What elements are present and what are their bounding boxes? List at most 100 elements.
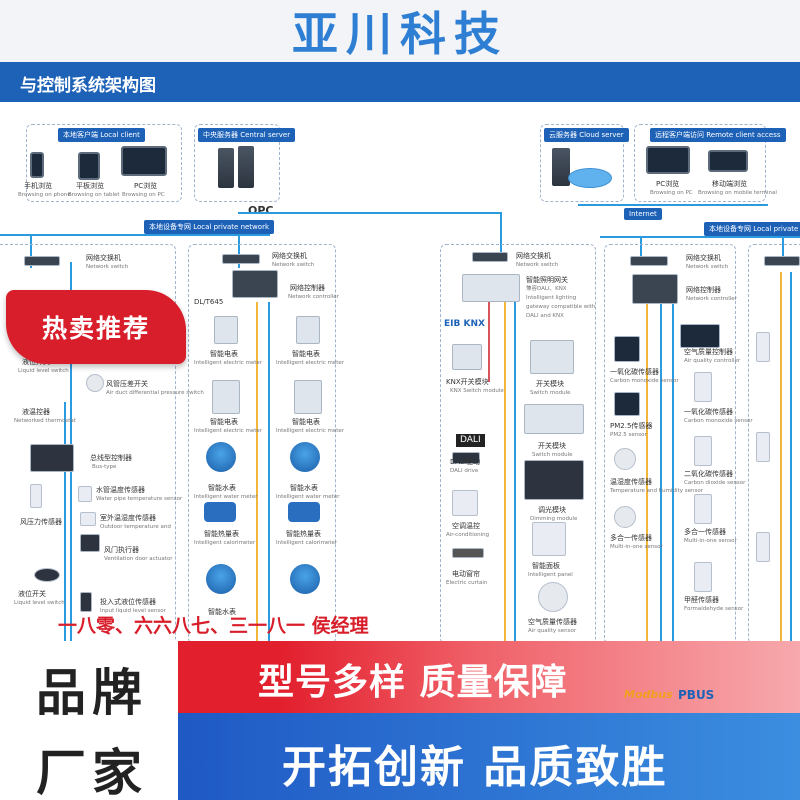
- electric-meter-icon-4: [294, 380, 322, 414]
- dali-logo: DALI: [456, 434, 485, 447]
- col1-item-8: 风门执行器: [104, 546, 139, 554]
- col2-item-8: 智能热量表: [286, 530, 321, 538]
- water-meter-icon-4: [290, 564, 320, 594]
- col1-item-1-sub: Liquid level switch: [18, 368, 69, 374]
- pm25-sensor-icon: [614, 392, 640, 416]
- hot-sale-text: 热卖推荐: [41, 314, 150, 343]
- local-client-sub-1: Browsing on phone: [18, 192, 71, 198]
- col2-item-3-sub: Intelligent electric meter: [194, 428, 263, 434]
- col4-item-6-sub: Carbon dioxide sensor: [684, 480, 746, 486]
- col2-item-6-sub: Intelligent water meter: [276, 494, 340, 500]
- remote-client-box: [634, 124, 766, 202]
- col3-switch-sub: Network switch: [516, 262, 559, 268]
- col4-item-7: 多合一传感器: [610, 534, 652, 542]
- dimming-module-icon: [524, 460, 584, 500]
- cloud-server-rack-icon: [552, 148, 570, 186]
- outdoor-sensor-icon: [80, 512, 96, 526]
- brand-title: 亚川科技: [292, 7, 508, 61]
- col4-item-5: 温湿度传感器: [610, 478, 652, 486]
- pc-monitor-icon: [121, 146, 167, 176]
- col2-item-3: 智能电表: [210, 418, 238, 426]
- col1-switch: [24, 256, 60, 266]
- co2-sensor-icon: [694, 436, 712, 466]
- phone-icon: [30, 152, 44, 178]
- air-quality-controller-icon: [680, 324, 720, 348]
- col2-item-4: 智能电表: [292, 418, 320, 426]
- col3-item-9: 空气质量传感器: [528, 618, 577, 626]
- col3-bus-red: [488, 302, 490, 382]
- col2-model: DL/T645: [194, 298, 224, 306]
- switch-module-icon-1: [530, 340, 574, 374]
- local-network-line-left: [0, 234, 270, 236]
- contact-phone-text: 一八零、六六八七、三一八一 侯经理: [58, 615, 369, 637]
- col5-sensor-2: [756, 432, 770, 462]
- remote-pc-icon: [646, 146, 690, 174]
- local-client-label-3: PC浏览: [134, 182, 158, 190]
- multi-sensor-icon-2: [694, 494, 712, 524]
- pipe-temp-sensor-icon: [78, 486, 92, 502]
- remote-client-label-2: 移动端浏览: [712, 180, 747, 188]
- col3-bus-yellow: [504, 302, 506, 642]
- hot-sale-badge: 热卖推荐: [6, 290, 186, 364]
- section-title: 与控制系统架构图: [20, 76, 156, 96]
- col3-item-8-sub: Electric curtain: [446, 580, 488, 586]
- level-sensor-icon: [80, 592, 92, 612]
- brand-word-changjia: 厂家: [36, 744, 148, 800]
- col4-switch: [630, 256, 668, 266]
- col3-switch: [472, 252, 508, 262]
- curtain-motor-icon: [452, 548, 484, 558]
- smart-panel-icon: [532, 522, 566, 556]
- col1-item-10: 投入式液位传感器: [100, 598, 156, 606]
- col3-item-1-sub: KNX Switch module: [450, 388, 504, 394]
- col4-item-5-sub: Temperature and humidity sensor: [610, 488, 703, 494]
- co-sensor-icon-2: [694, 372, 712, 402]
- slogan-quality: 型号多样 质量保障: [258, 662, 568, 703]
- cloud-server-tag: 云服务器 Cloud server: [544, 128, 629, 142]
- opc-logo: OPC: [248, 204, 274, 217]
- col4-controller-sub: Network controller: [686, 296, 737, 302]
- col2-controller: [232, 270, 278, 298]
- col4-item-2: 空气质量控制器: [684, 348, 733, 356]
- col2-switch-label: 网络交换机: [272, 252, 307, 260]
- drop-line-1: [30, 234, 32, 268]
- col1-item-6-sub: Outdoor temperature and: [100, 524, 171, 530]
- local-network-tag-right: 本地设备专网 Local private network: [704, 222, 800, 236]
- col1-item-7: 风压力传感器: [20, 518, 62, 526]
- damper-actuator-icon: [80, 534, 100, 552]
- air-quality-sensor-icon: [538, 582, 568, 612]
- drop-line-3: [500, 212, 502, 252]
- col2-item-5-sub: Intelligent water meter: [194, 494, 258, 500]
- server-rack-icon-1: [218, 148, 234, 188]
- lighting-gateway-icon: [462, 274, 520, 302]
- tablet-icon: [78, 152, 100, 180]
- drop-line-5: [782, 236, 784, 266]
- col3-item-2-sub: Switch module: [530, 390, 571, 396]
- col2-item-1: 智能电表: [210, 350, 238, 358]
- local-client-sub-2: Browsing on tablet: [68, 192, 120, 198]
- col1-item-4: 总线型控制器: [90, 454, 132, 462]
- col1-switch-label: 网络交换机: [86, 254, 121, 262]
- local-network-tag-left: 本地设备专网 Local private network: [144, 220, 274, 234]
- col1-item-2: 风管压差开关: [106, 380, 148, 388]
- col3-item-5: 调光模块: [538, 506, 566, 514]
- modbus-logo: Modbus: [624, 688, 673, 701]
- section-title-bar: 与控制系统架构图: [0, 62, 800, 102]
- col3-item-4: DALI驱动: [450, 458, 481, 466]
- col2-item-8-sub: Intelligent calorimeter: [276, 540, 338, 546]
- col2-item-2: 智能电表: [292, 350, 320, 358]
- formaldehyde-sensor-icon: [694, 562, 712, 592]
- col4-item-8: 多合一传感器: [684, 528, 726, 536]
- col3-item-4-sub: DALI drive: [450, 468, 479, 474]
- col4-bus-blue-2: [672, 304, 674, 642]
- col2-controller-sub: Network controller: [288, 294, 339, 300]
- col4-bus-blue: [660, 304, 662, 642]
- col3-item-5-sub: Dimming module: [530, 516, 578, 522]
- col2-item-4-sub: Intelligent electric meter: [276, 428, 345, 434]
- brand-block: 品牌 厂家: [0, 641, 178, 800]
- knx-switch-module-icon: [452, 344, 482, 370]
- knx-logo: EIB KNX: [444, 319, 485, 329]
- remote-client-sub-2: Browsing on mobile terminal: [698, 190, 777, 196]
- local-client-sub-3: Browsing on PC: [122, 192, 165, 198]
- col4-item-9: 甲醛传感器: [684, 596, 719, 604]
